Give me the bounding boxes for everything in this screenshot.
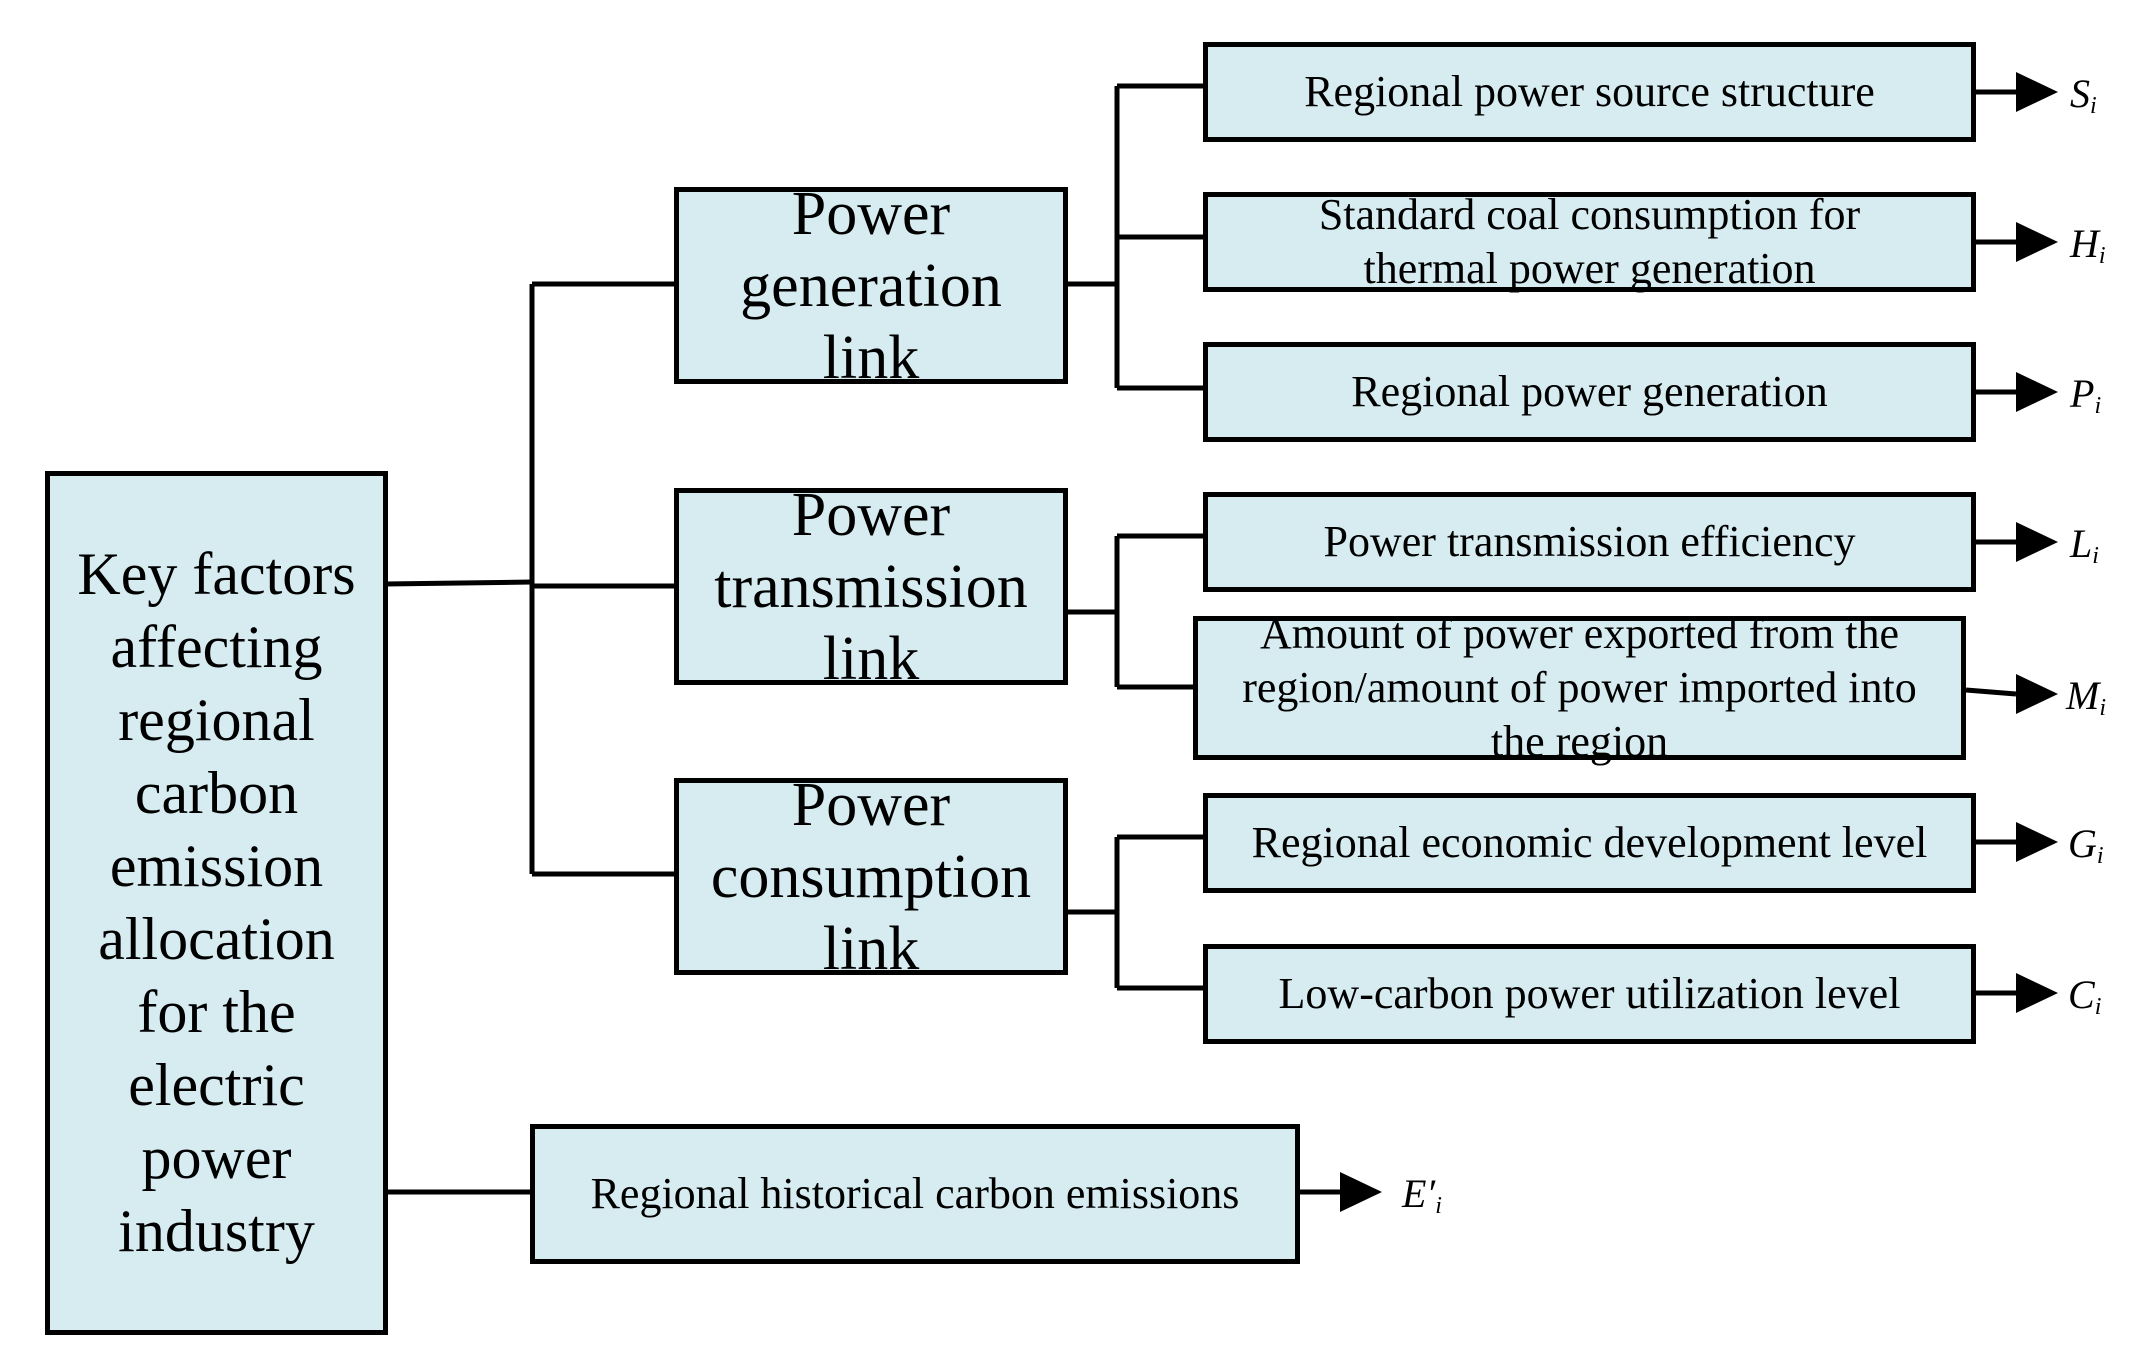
symbol-e: E′i xyxy=(1402,1171,1442,1219)
symbol-h: Hi xyxy=(2070,221,2106,269)
factor-box-low-carbon-utilization: Low-carbon power utilization level xyxy=(1203,944,1976,1044)
root-box: Key factors affecting regional carbon em… xyxy=(45,471,388,1335)
root-connector xyxy=(384,579,533,587)
symbol-g: Gi xyxy=(2068,821,2104,869)
factor-box-power-generation: Regional power generation xyxy=(1203,342,1976,442)
arrow-head-h xyxy=(2016,222,2058,262)
factor-label: Regional economic development level xyxy=(1251,818,1928,867)
arrow-head-p xyxy=(2016,372,2058,412)
factor-label: Low-carbon power utilization level xyxy=(1278,969,1901,1018)
symbol-c: Ci xyxy=(2068,972,2102,1020)
factor-box-coal-consumption: Standard coal consumption for thermal po… xyxy=(1203,190,1976,293)
factor-box-transmission-efficiency: Power transmission efficiency xyxy=(1203,492,1976,592)
generation-link-box: Power generation link xyxy=(674,180,1068,392)
factor-label: Power transmission efficiency xyxy=(1323,517,1856,566)
symbol-s: Si xyxy=(2070,71,2097,119)
arrow-head-m xyxy=(2016,674,2058,714)
factor-label: Standard coal consumption for thermal po… xyxy=(1318,190,1861,293)
factor-box-source-structure: Regional power source structure xyxy=(1203,42,1976,142)
symbol-p: Pi xyxy=(2070,371,2102,419)
consumption-link-label: Power consumption link xyxy=(710,770,1032,983)
factor-label: Regional power generation xyxy=(1351,367,1828,416)
history-box: Regional historical carbon emissions xyxy=(530,1124,1300,1264)
arrow-head-s xyxy=(2016,72,2058,112)
factor-box-economic-development: Regional economic development level xyxy=(1203,793,1976,893)
arrow-head-l xyxy=(2016,522,2058,562)
arrow-head-c xyxy=(2016,973,2058,1013)
generation-link-label: Power generation link xyxy=(740,179,1002,392)
transmission-link-label: Power transmission link xyxy=(714,480,1028,693)
factor-label: Amount of power exported from the region… xyxy=(1242,609,1917,766)
factor-label: Regional power source structure xyxy=(1304,67,1875,116)
symbol-l: Li xyxy=(2070,521,2099,569)
arrow-head-e xyxy=(1340,1172,1382,1212)
factor-box-power-export-import: Amount of power exported from the region… xyxy=(1193,609,1966,766)
history-label: Regional historical carbon emissions xyxy=(590,1169,1240,1218)
root-label: Key factors affecting regional carbon em… xyxy=(77,541,356,1264)
consumption-link-box: Power consumption link xyxy=(674,771,1068,983)
transmission-link-box: Power transmission link xyxy=(674,481,1068,693)
symbol-m: Mi xyxy=(2066,673,2106,721)
arrow-head-g xyxy=(2016,822,2058,862)
